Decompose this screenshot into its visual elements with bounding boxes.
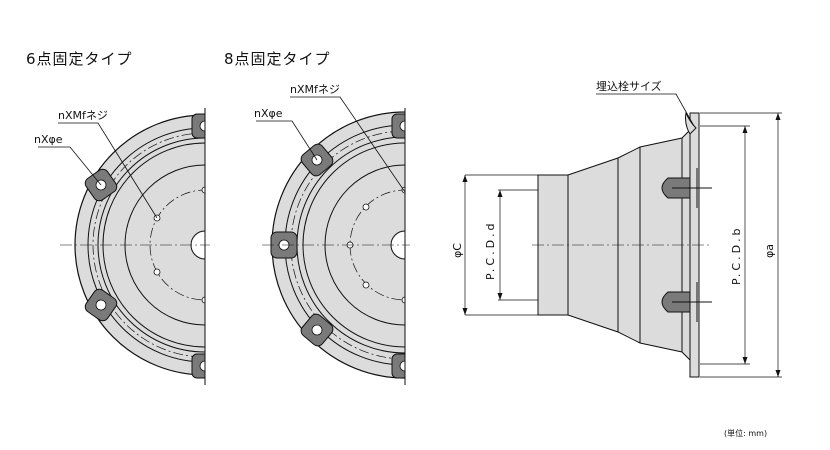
lug-8-4 bbox=[391, 113, 405, 139]
lug-3 bbox=[191, 113, 205, 139]
dim-phi-a: φa bbox=[763, 244, 776, 258]
dim-pcd-b: P.C.D.b bbox=[730, 225, 743, 285]
dimension-arrows bbox=[462, 113, 781, 377]
rim-circle-inner bbox=[97, 137, 205, 353]
flange-lip bbox=[685, 111, 697, 135]
pcd-b-circle bbox=[92, 132, 205, 358]
label-hole-dia-6: nXφe bbox=[34, 133, 63, 146]
six-point-view bbox=[60, 108, 210, 385]
leader-lines bbox=[38, 93, 695, 219]
label-bolt-thread-8: nXMfネジ bbox=[290, 83, 340, 96]
label-bolt-thread-6: nXMfネジ bbox=[58, 109, 108, 122]
side-view bbox=[532, 111, 712, 378]
dimensions bbox=[464, 112, 782, 378]
lug-8-3 bbox=[300, 313, 334, 347]
lug-8-5 bbox=[391, 353, 405, 379]
label-embedded-bolt: 埋込栓サイズ bbox=[596, 79, 662, 93]
eight-point-view bbox=[262, 108, 410, 385]
lug-4 bbox=[191, 353, 205, 379]
unit-note: (単位: mm) bbox=[724, 429, 768, 438]
title-eight-point: 8点固定タイプ bbox=[224, 50, 331, 68]
lug-2 bbox=[84, 288, 118, 322]
tapped-holes bbox=[153, 186, 205, 304]
dim-pcd-d: P.C.D.d bbox=[484, 220, 497, 280]
label-hole-dia-8: nXφe bbox=[254, 107, 283, 120]
dim-phi-c: φC bbox=[451, 243, 464, 258]
title-six-point: 6点固定タイプ bbox=[26, 50, 133, 68]
